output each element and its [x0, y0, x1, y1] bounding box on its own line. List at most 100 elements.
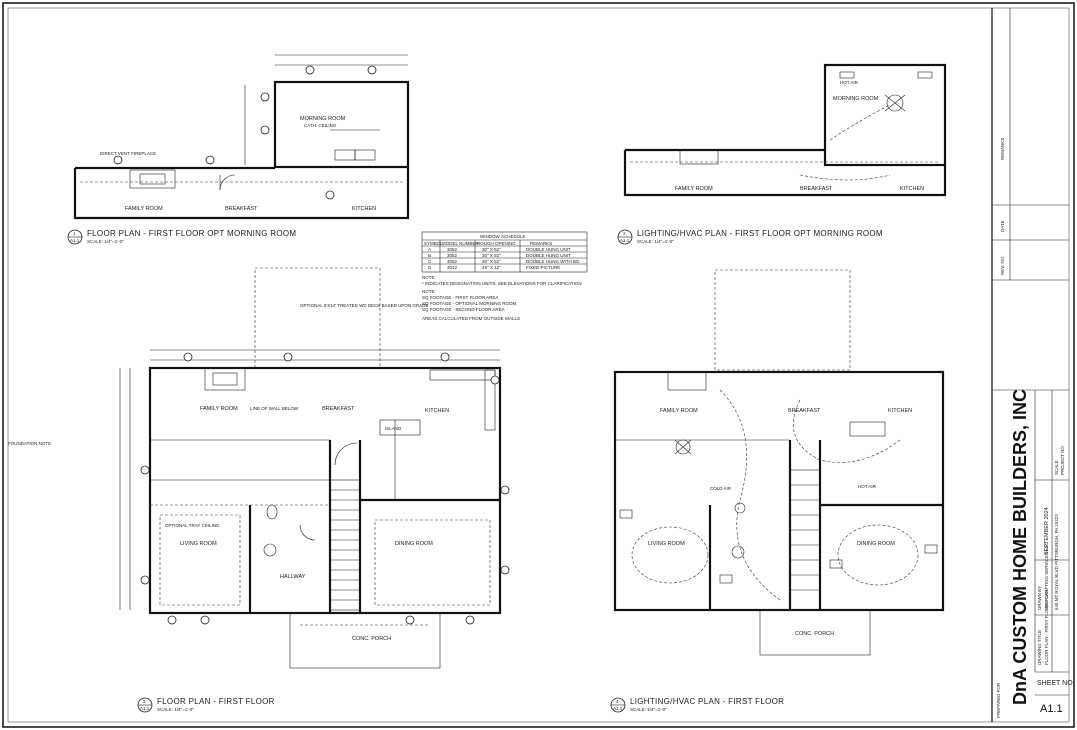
- kitchen-hvac-label-top: KITCHEN: [900, 186, 924, 192]
- view-3-sheet: A1.1: [140, 706, 150, 711]
- drawing-title: FLOOR PLAN - FIRST FLOOR PLAN: [1044, 590, 1049, 665]
- svg-text:DOUBLE HUNG UNIT: DOUBLE HUNG UNIT: [526, 253, 571, 258]
- conc-porch-label: CONC. PORCH: [352, 636, 391, 642]
- hot-air-label-2: HOT AIR: [858, 484, 877, 489]
- view-3-number: 3: [143, 699, 146, 704]
- fireplace-first-floor: [204, 367, 246, 391]
- ws-row-0: A 3052 30" X 52" DOUBLE HUNG UNIT: [428, 247, 571, 252]
- view-1-sheet: A1.1: [70, 238, 80, 243]
- kitchen-label: KITCHEN: [352, 206, 376, 212]
- svg-text:DOUBLE HUNG UNIT: DOUBLE HUNG UNIT: [526, 247, 571, 252]
- sheet-number: A1.1: [1040, 703, 1063, 715]
- date-header-label: DATE: [1000, 220, 1005, 232]
- scale-label: SCALE: [1054, 460, 1059, 475]
- deck-outline-hvac: [714, 269, 851, 371]
- svg-text:FIXED PICTURE: FIXED PICTURE: [526, 265, 560, 270]
- view-4-sheet: A1.1: [613, 706, 623, 711]
- view-2-scale: SCALE: 1/4"=1'-0": [637, 239, 674, 244]
- svg-text:30" X 52": 30" X 52": [482, 247, 501, 252]
- island-label: ISLAND: [385, 426, 402, 431]
- svg-text:DOUBLE HUNG WITH BO: DOUBLE HUNG WITH BO: [526, 259, 580, 264]
- family-room-label-main: FAMILY ROOM: [200, 406, 238, 412]
- svg-text:4012: 4012: [447, 265, 458, 270]
- foundation-note: FOUNDATION NOTE: [8, 441, 51, 446]
- dining-lighting-loop: [837, 524, 919, 586]
- morning-room-hvac-walls: [823, 63, 947, 167]
- morning-room-hvac-label: MORNING ROOM: [833, 96, 879, 102]
- svg-text:30" X 52": 30" X 52": [482, 253, 501, 258]
- sheet-date: SEPTEMBER 2024: [1044, 507, 1050, 555]
- morning-room-walls: [273, 80, 410, 169]
- breakfast-hvac-label: BREAKFAST: [788, 408, 821, 414]
- svg-text:B: B: [428, 253, 431, 258]
- family-room-label: FAMILY ROOM: [125, 206, 163, 212]
- ws-area-2: SQ FOOTAGE - OPTIONAL MORNING ROOM: [422, 301, 517, 306]
- ws-note-3: AREAS CALCULATED FROM OUTSIDE WALLS: [422, 316, 520, 321]
- drawn-by-label: DRAWN BY: [1037, 586, 1042, 610]
- ws-header-remarks: REMARKS: [530, 241, 552, 246]
- cold-air-label: COLD AIR: [710, 486, 732, 491]
- svg-text:C: C: [428, 259, 432, 264]
- view-4-lighting-hvac-first-floor: FAMILY ROOM BREAKFAST KITCHEN LIVING ROO…: [610, 269, 945, 713]
- ws-row-1: B 3052 30" X 52" DOUBLE HUNG UNIT: [428, 253, 571, 258]
- ws-header-symbol: SYMBOL: [424, 241, 443, 246]
- living-lighting-loop: [631, 526, 709, 584]
- view-2-title: LIGHTING/HVAC PLAN - FIRST FLOOR OPT MOR…: [637, 229, 883, 238]
- ceiling-fan-family: [675, 439, 691, 455]
- view-3-floor-plan-first-floor: OPTIONAL 8'X14' TREATED WD DECK BASED UP…: [8, 267, 510, 713]
- hallway-label: HALLWAY: [280, 574, 306, 580]
- hvac-stairs: [789, 469, 821, 611]
- svg-text:3052: 3052: [447, 253, 458, 258]
- morning-room-label: MORNING ROOM: [300, 116, 346, 122]
- kitchen-label-main: KITCHEN: [425, 408, 449, 414]
- svg-text:A: A: [428, 247, 431, 252]
- drawing-title-label: DRAWING TITLE: [1037, 630, 1042, 665]
- view-3-title: FLOOR PLAN - FIRST FLOOR: [157, 697, 275, 706]
- optional-tray-note-living: OPTIONAL TRAY CEILING: [165, 523, 220, 528]
- living-room-hvac-label: LIVING ROOM: [648, 541, 685, 547]
- conc-porch-hvac-label: CONC. PORCH: [795, 631, 834, 637]
- dining-room-label: DINING ROOM: [395, 541, 433, 547]
- optional-deck-note: OPTIONAL 8'X14' TREATED WD DECK BASED UP…: [300, 303, 428, 308]
- view-1-scale: SCALE: 1/4"=1'-0": [87, 239, 124, 244]
- ws-note-2-label: NOTE:: [422, 289, 436, 294]
- remarks-label: REMARKS: [1000, 138, 1005, 160]
- first-floor-walls: [148, 366, 502, 615]
- inner-border: [7, 7, 1070, 723]
- view-2-sheet: A1.1: [620, 238, 630, 243]
- ws-row-2: C 3052 30" X 52" DOUBLE HUNG WITH BO: [428, 259, 580, 264]
- dining-room-hvac-label: DINING ROOM: [857, 541, 895, 547]
- family-room-hvac-label-top: FAMILY ROOM: [675, 186, 713, 192]
- view-4-number: 4: [616, 699, 619, 704]
- prepared-for-label: PREPARED FOR: [996, 682, 1001, 718]
- ws-area-3: SQ FOOTAGE - SECOND FLOOR AREA: [422, 307, 505, 312]
- living-room-label: LIVING ROOM: [180, 541, 217, 547]
- view-1-number: 1: [73, 231, 76, 236]
- project-no-label: PROJECT NO: [1060, 446, 1065, 475]
- svg-text:3052: 3052: [447, 247, 458, 252]
- kitchen-island: [379, 419, 421, 436]
- view-4-title: LIGHTING/HVAC PLAN - FIRST FLOOR: [630, 697, 784, 706]
- dining-tray: [374, 519, 491, 606]
- ws-note-1: * INDICATES DESIGNATION UNITS. SEE ELEVA…: [422, 281, 582, 286]
- hot-air-label-1: HOT AIR: [840, 80, 859, 85]
- ws-row-3: D 4012 48" X 12" FIXED PICTURE: [428, 265, 560, 270]
- line-of-wall-note: LINE OF WALL BELOW: [250, 406, 299, 411]
- kitchen-hvac-label: KITCHEN: [888, 408, 912, 414]
- breakfast-hvac-label-top: BREAKFAST: [800, 186, 833, 192]
- view-1-floor-plan-opt-morning-room: DIRECT VENT FIREPLACE MORNING ROOM CATH.…: [67, 54, 410, 245]
- ws-area-1: SQ FOOTAGE - FIRST FLOOR AREA: [422, 295, 498, 300]
- ws-header-model: MODEL NUMBER: [442, 241, 479, 246]
- view-4-scale: SCALE: 1/4"=1'-0": [630, 707, 667, 712]
- optional-deck: [254, 267, 381, 369]
- view-2-number: 2: [623, 231, 626, 236]
- svg-text:48" X 12": 48" X 12": [482, 265, 501, 270]
- breakfast-label: BREAKFAST: [225, 206, 258, 212]
- view-3-scale: SCALE: 1/4"=1'-0": [157, 707, 194, 712]
- direct-vent-note: DIRECT VENT FIREPLACE: [100, 151, 156, 156]
- window-schedule: WINDOW SCHEDULE SYMBOL MODEL NUMBER ROUG…: [421, 231, 588, 321]
- family-room-hvac-label: FAMILY ROOM: [660, 408, 698, 414]
- rev-no-label: REV. NO.: [1000, 256, 1005, 275]
- conc-porch: [289, 612, 441, 669]
- view-2-lighting-hvac-opt-morning-room: HOT AIR MORNING ROOM FAMILY ROOM BREAKFA…: [617, 63, 947, 245]
